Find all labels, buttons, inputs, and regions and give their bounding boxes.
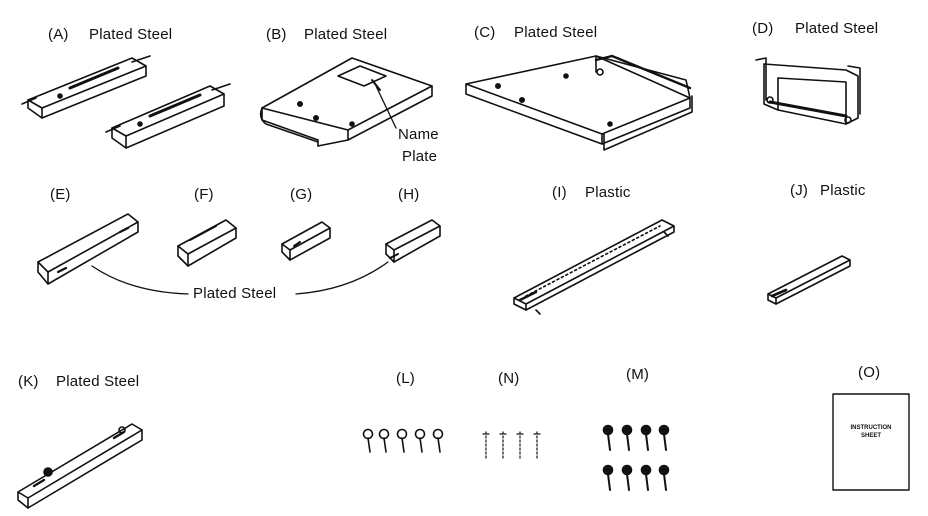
part-n-pins-icon — [482, 431, 541, 461]
label-j-material: Plastic — [820, 182, 866, 199]
part-o-instruction-sheet-icon — [832, 393, 910, 491]
instruction-sheet-line1: INSTRUCTION — [850, 425, 892, 431]
part-a-rail-right-icon — [105, 83, 231, 149]
screw-icon — [602, 424, 614, 451]
label-l-letter: (L) — [396, 370, 415, 387]
pin-icon — [499, 431, 507, 461]
label-b-callout-name: Name — [398, 126, 439, 143]
label-c-material: Plated Steel — [514, 24, 598, 41]
label-h-letter: (H) — [398, 186, 420, 203]
part-e-rail-icon — [37, 213, 139, 285]
screw-icon — [432, 428, 444, 453]
screw-icon — [602, 464, 614, 491]
part-j-plastic-piece-icon — [767, 255, 851, 305]
part-h-bracket-icon — [385, 219, 441, 263]
label-e-letter: (E) — [50, 186, 71, 203]
label-f-letter: (F) — [194, 186, 214, 203]
label-i-material: Plastic — [585, 184, 631, 201]
part-g-bracket-icon — [281, 221, 331, 261]
pin-icon — [482, 431, 490, 461]
label-j-letter: (J) — [790, 182, 809, 199]
pin-icon — [516, 431, 524, 461]
label-g-letter: (G) — [290, 186, 313, 203]
label-b-material: Plated Steel — [304, 26, 388, 43]
label-c-letter: (C) — [474, 24, 496, 41]
screw-icon — [362, 428, 374, 453]
part-b-cover-icon — [259, 57, 433, 147]
label-b-callout-plate: Plate — [402, 148, 438, 165]
screw-icon — [378, 428, 390, 453]
part-c-tray-icon — [465, 54, 693, 151]
label-i-letter: (I) — [552, 184, 567, 201]
screw-icon — [396, 428, 408, 453]
group-connector-left — [91, 265, 189, 295]
screw-icon — [621, 464, 633, 491]
screw-icon — [658, 424, 670, 451]
instruction-sheet-line2: SHEET — [860, 433, 881, 439]
part-a-rails-icon — [21, 55, 231, 149]
instruction-sheet-text: INSTRUCTION SHEET — [835, 424, 907, 440]
screw-icon — [640, 464, 652, 491]
part-m-screws-icon — [602, 424, 670, 491]
screw-icon — [621, 424, 633, 451]
part-l-screws-icon — [362, 428, 444, 453]
label-k-material: Plated Steel — [56, 373, 140, 390]
label-d-letter: (D) — [752, 20, 774, 37]
label-d-material: Plated Steel — [795, 20, 879, 37]
label-o-letter: (O) — [858, 364, 881, 381]
label-b-letter: (B) — [266, 26, 287, 43]
part-d-u-bracket-icon — [755, 57, 861, 125]
part-f-bracket-icon — [177, 219, 237, 267]
screw-icon — [640, 424, 652, 451]
screw-icon — [658, 464, 670, 491]
label-eh-group-material: Plated Steel — [193, 285, 277, 302]
part-a-rail-left-icon — [21, 55, 151, 119]
screw-icon — [414, 428, 426, 453]
part-i-plastic-rail-icon — [513, 219, 675, 315]
label-k-letter: (K) — [18, 373, 39, 390]
group-connector-right — [295, 261, 389, 295]
pin-icon — [533, 431, 541, 461]
part-k-rail-icon — [17, 423, 143, 509]
label-a-letter: (A) — [48, 26, 69, 43]
label-n-letter: (N) — [498, 370, 520, 387]
label-m-letter: (M) — [626, 366, 650, 383]
label-a-material: Plated Steel — [89, 26, 173, 43]
